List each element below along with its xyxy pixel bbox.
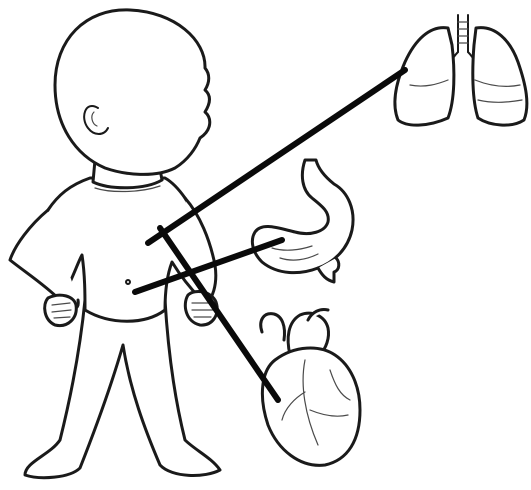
child-hand-left [45,295,77,325]
trachea [458,15,468,52]
stomach-illustration [252,160,353,282]
lung-left [395,28,454,125]
lungs-illustration [395,15,527,125]
lung-right [473,28,527,125]
pulmonary-artery [261,314,285,340]
stomach [252,160,353,273]
child-head [55,10,210,175]
heart-illustration [261,309,360,465]
child-legs [25,300,220,478]
heart-body [262,348,360,465]
trachea-rings [458,22,468,43]
child-figure [10,10,220,478]
